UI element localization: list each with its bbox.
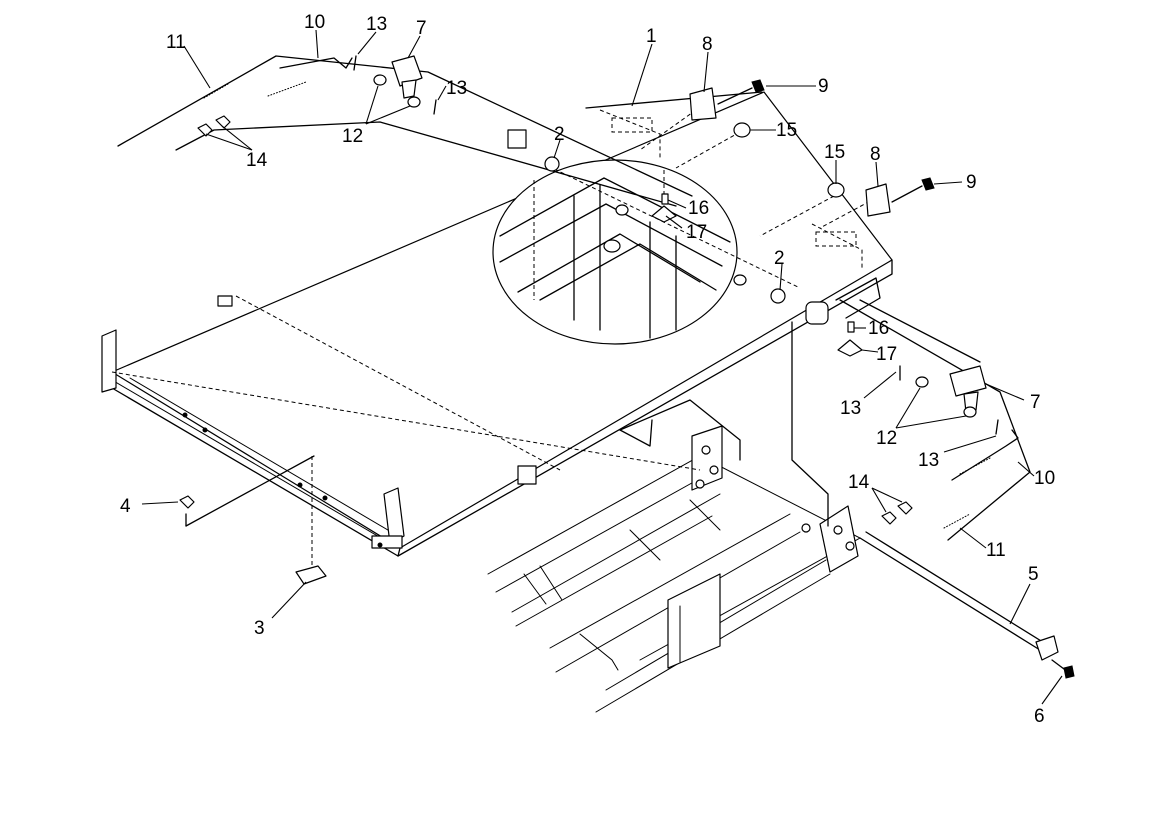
callout-10: 10: [1034, 468, 1055, 489]
wingnut-17b: [837, 339, 863, 357]
washer-12d: [963, 406, 977, 418]
callout-10: 10: [304, 12, 325, 33]
nut-14c: [881, 511, 897, 525]
callout-3: 3: [254, 618, 265, 639]
callout-17: 17: [876, 344, 897, 365]
callout-14: 14: [848, 472, 870, 493]
bracket-right: [865, 183, 891, 217]
callout-8: 8: [702, 34, 713, 55]
stud-16b: [847, 321, 855, 333]
rod-assembly: [859, 531, 1059, 661]
callout-15: 15: [824, 142, 845, 163]
callout-9: 9: [966, 172, 977, 193]
callout-14: 14: [246, 150, 268, 171]
callout-12: 12: [342, 126, 363, 147]
callout-15: 15: [776, 120, 797, 141]
callout-13: 13: [446, 78, 467, 99]
callout-16: 16: [688, 198, 709, 219]
leader-lines: [141, 29, 1063, 705]
bumper-15a: [733, 122, 751, 138]
callouts: 1 2 2 3 4 5 6 7 7 8 8 9 9 10 10 11 11 12…: [120, 12, 1055, 727]
table-plate: [101, 91, 893, 557]
plate-block: [295, 565, 327, 585]
nut-14a: [197, 123, 213, 137]
callout-7: 7: [416, 18, 427, 39]
pin-13d: [995, 419, 999, 435]
callout-11: 11: [986, 540, 1006, 561]
washer-12b: [407, 96, 421, 108]
callout-12: 12: [876, 428, 897, 449]
bracket-left: [689, 87, 717, 121]
bolt-6: [1051, 659, 1075, 679]
wingnut-17a: [651, 205, 677, 223]
washer-12a: [373, 74, 387, 86]
mower-frame: [487, 425, 862, 713]
callout-7: 7: [1030, 392, 1041, 413]
callout-13: 13: [366, 14, 387, 35]
assembly-dashed-lines: [111, 109, 877, 566]
callout-16: 16: [868, 318, 889, 339]
stud-16a: [661, 193, 669, 205]
callout-13: 13: [840, 398, 861, 419]
callout-8: 8: [870, 144, 881, 165]
callout-2: 2: [774, 248, 785, 269]
assembly-outlines: [117, 55, 1031, 541]
callout-6: 6: [1034, 706, 1045, 727]
rod-10-right: [951, 429, 1019, 481]
callout-4: 4: [120, 496, 131, 517]
pin-13b: [433, 99, 437, 115]
bushing-left: [544, 156, 560, 172]
bushing-right: [770, 288, 786, 304]
nut-14b: [215, 115, 231, 129]
latch-right: [949, 365, 987, 413]
spring-11-right: [943, 513, 971, 529]
callout-11: 11: [166, 32, 186, 53]
callout-9: 9: [818, 76, 829, 97]
nut-14d: [897, 501, 913, 515]
rod-10-top: [267, 57, 353, 97]
bolt-9-right: [891, 177, 935, 203]
callout-13: 13: [918, 450, 939, 471]
spring-11-top: [203, 83, 229, 99]
bolt-9-left: [717, 79, 765, 105]
callout-1: 1: [646, 26, 657, 47]
pin-13a: [353, 55, 357, 71]
nut-4: [179, 495, 195, 509]
washer-12c: [915, 376, 929, 388]
bumper-15b: [827, 182, 845, 198]
callout-5: 5: [1028, 564, 1039, 585]
callout-2: 2: [554, 124, 565, 145]
callout-17: 17: [686, 222, 707, 243]
latch-top: [391, 55, 423, 99]
